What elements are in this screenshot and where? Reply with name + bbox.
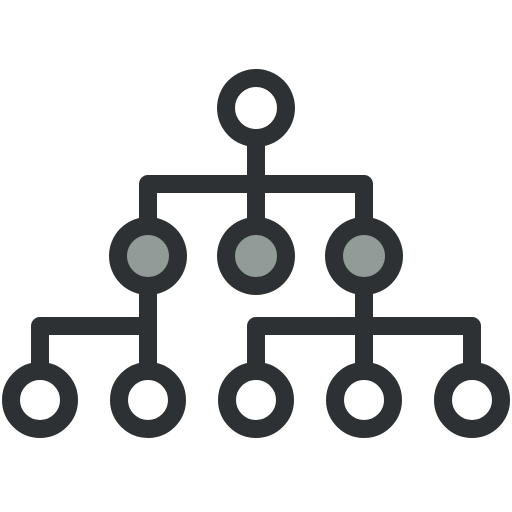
- leaf-node-4: [326, 362, 402, 438]
- root-node: [217, 69, 295, 147]
- middle-node-right: [325, 217, 403, 295]
- middle-node-left: [109, 217, 187, 295]
- right-branch-line: [247, 317, 481, 381]
- tree-nodes: [2, 69, 510, 438]
- left-branch-line: [31, 317, 157, 381]
- middle-node-center: [217, 217, 295, 295]
- leaf-node-5: [434, 362, 510, 438]
- leaf-node-1: [2, 362, 78, 438]
- connector-lines: [31, 131, 481, 381]
- leaf-node-2: [110, 362, 186, 438]
- leaf-node-3: [218, 362, 294, 438]
